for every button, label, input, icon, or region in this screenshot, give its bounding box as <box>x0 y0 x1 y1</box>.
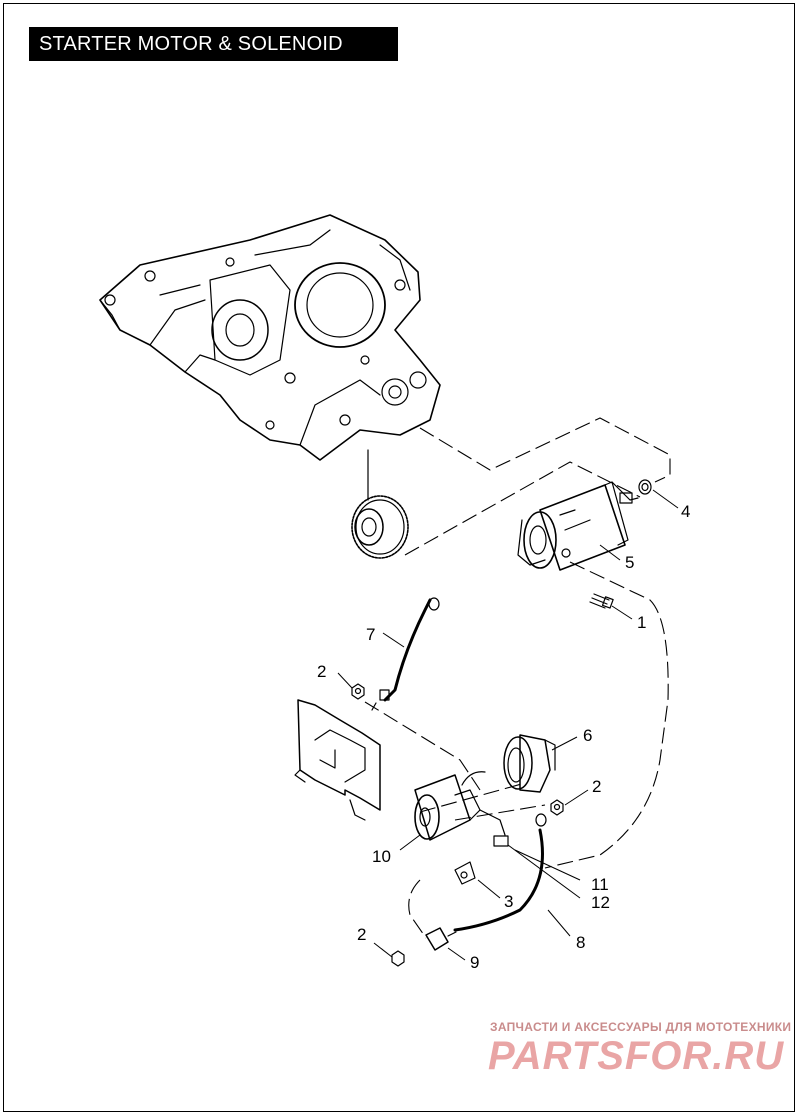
watermark-logo: PARTSFOR.RU <box>488 1034 785 1078</box>
watermark-caption: ЗАПЧАСТИ И АКСЕССУАРЫ ДЛЯ МОТОТЕХНИКИ <box>490 1020 792 1034</box>
starter-gear <box>351 449 409 559</box>
mounting-bracket <box>294 699 381 821</box>
cable-terminal <box>425 927 457 951</box>
callout-6: 6 <box>583 726 592 745</box>
callout-12: 12 <box>591 893 610 912</box>
starter-bolt <box>589 593 614 609</box>
assembly-lines <box>364 417 671 939</box>
nut <box>391 950 405 967</box>
callout-2-cable-nut: 2 <box>317 662 326 681</box>
callout-5: 5 <box>625 553 634 572</box>
retaining-clip <box>638 479 652 495</box>
callout-10: 10 <box>372 847 391 866</box>
leader-lines <box>337 489 679 961</box>
callout-2-cover-nut: 2 <box>592 777 601 796</box>
solenoid <box>414 771 509 847</box>
crankcase <box>99 214 441 461</box>
battery-cable <box>371 597 440 711</box>
callout-3: 3 <box>504 892 513 911</box>
page-title: STARTER MOTOR & SOLENOID <box>29 27 398 61</box>
page-frame <box>3 3 795 1112</box>
nut <box>550 799 564 816</box>
callout-1: 1 <box>637 613 646 632</box>
ground-cable <box>453 813 547 932</box>
callout-9: 9 <box>470 953 479 972</box>
starter-motor <box>517 481 639 571</box>
solenoid-cover <box>503 734 556 793</box>
cable-clip <box>454 861 476 885</box>
callout-11: 11 <box>591 875 609 894</box>
callout-8: 8 <box>576 933 585 952</box>
callout-2-bottom-nut: 2 <box>357 925 366 944</box>
callout-7: 7 <box>366 625 375 644</box>
callout-4: 4 <box>681 502 690 521</box>
nut <box>351 683 365 700</box>
